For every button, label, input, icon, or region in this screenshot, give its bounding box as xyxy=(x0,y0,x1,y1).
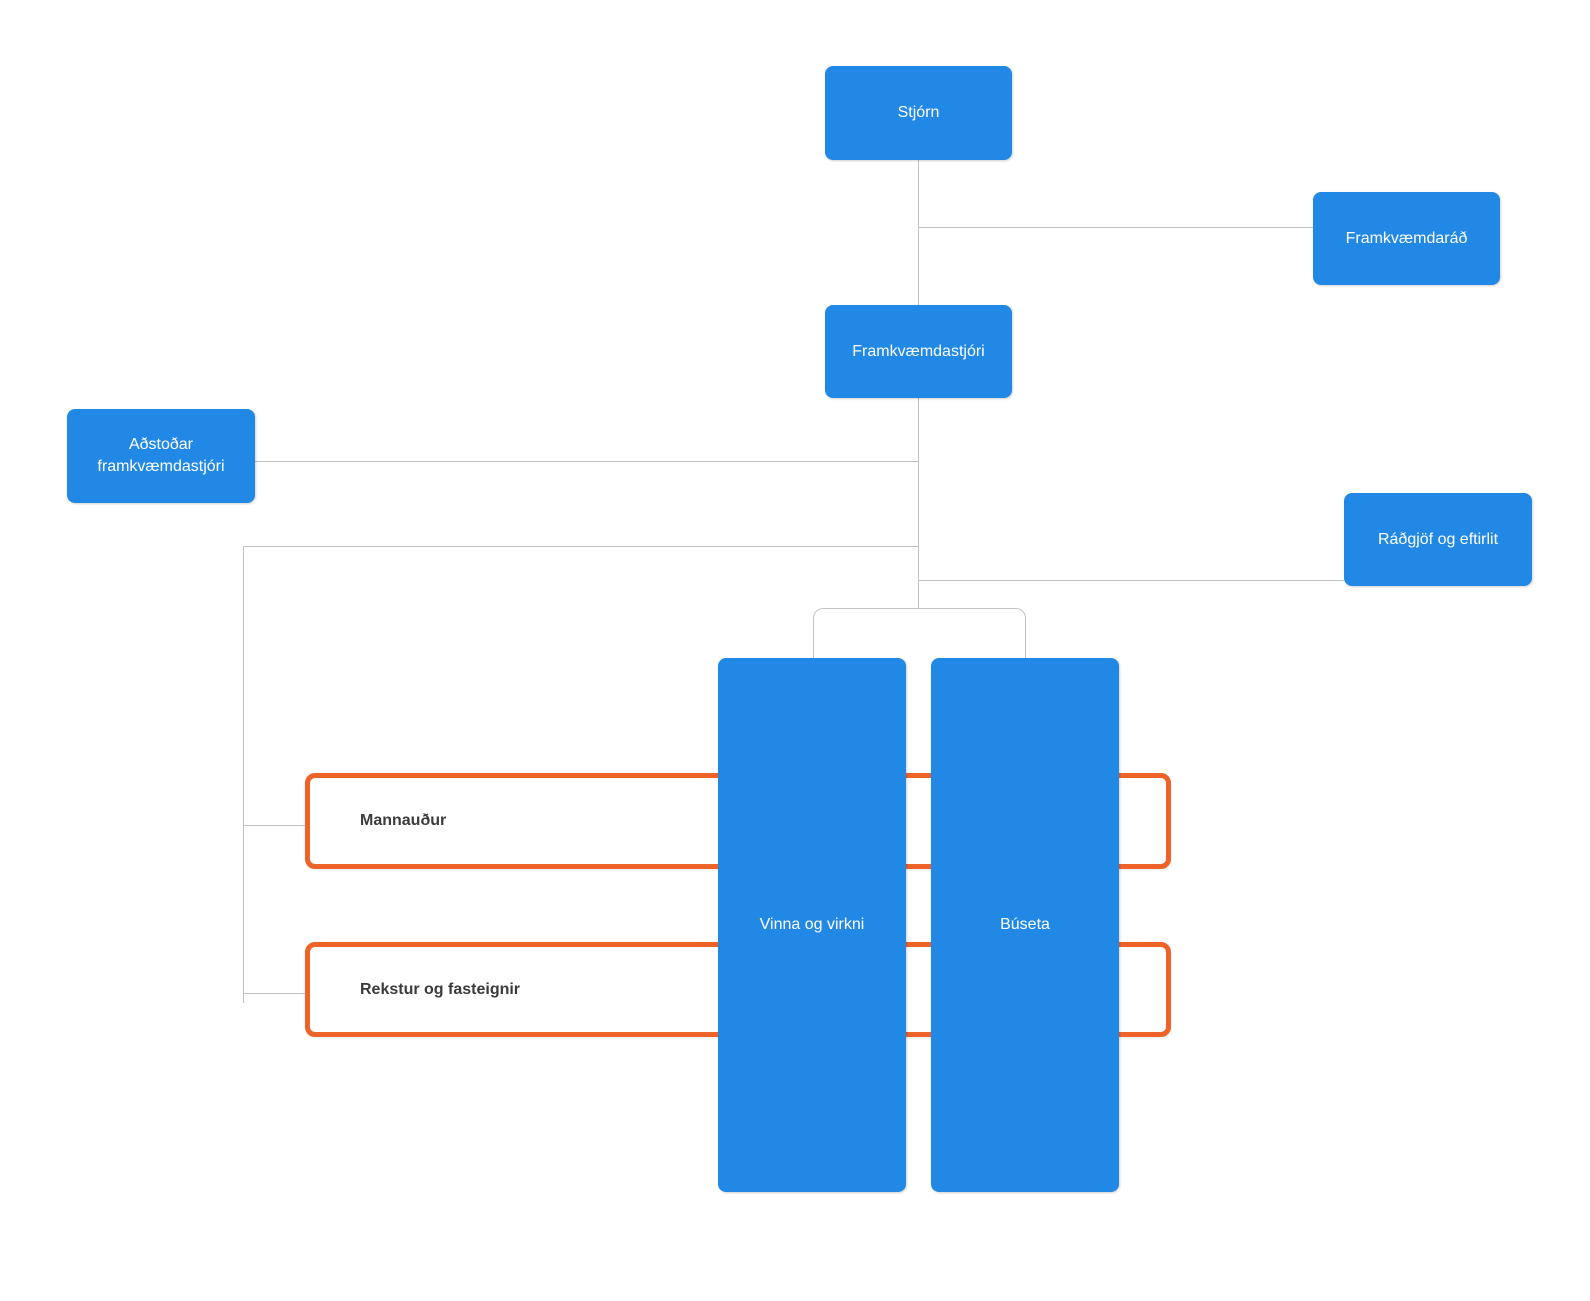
org-node-label: Vinna og virkni xyxy=(759,916,865,934)
connector-left-branch xyxy=(243,546,918,547)
org-node-framkvaemdarad[interactable]: Framkvæmdaráð xyxy=(1313,192,1500,285)
connector-bracket-vinna-buseta xyxy=(813,608,1026,658)
org-node-label: Framkvæmdaráð xyxy=(1345,229,1468,247)
org-node-label: Framkvæmdastjóri xyxy=(852,342,985,360)
connector-to-adstodar xyxy=(255,461,918,462)
org-node-buseta[interactable]: Búseta xyxy=(931,658,1119,1192)
connector-stjorn-to-framkvaemdastjori xyxy=(918,160,919,305)
org-node-radgjof-og-eftirlit[interactable]: Ráðgjöf og eftirlit xyxy=(1344,493,1532,586)
org-node-label: Rekstur og fasteignir xyxy=(360,980,521,998)
connector-to-rekstur xyxy=(243,993,305,994)
org-node-label: Mannauður xyxy=(360,812,447,829)
connector-left-trunk xyxy=(243,546,244,1003)
org-node-label: Ráðgjöf og eftirlit xyxy=(1377,530,1499,548)
connector-framkvaemdastjori-trunk xyxy=(918,398,919,608)
org-node-label: Stjórn xyxy=(897,104,940,122)
org-node-label: Aðstoðar framkvæmdastjóri xyxy=(97,436,225,475)
connector-to-radgjof xyxy=(918,580,1344,581)
org-node-label: Búseta xyxy=(1000,916,1050,934)
org-node-stjorn[interactable]: Stjórn xyxy=(825,66,1012,160)
org-node-framkvaemdastjori[interactable]: Framkvæmdastjóri xyxy=(825,305,1012,398)
connector-to-framkvaemdarad xyxy=(918,227,1313,228)
connector-to-mannaudur xyxy=(243,825,305,826)
org-node-adstodar-framkvaemdastjori[interactable]: Aðstoðar framkvæmdastjóri xyxy=(67,409,255,503)
org-node-vinna-og-virkni[interactable]: Vinna og virkni xyxy=(718,658,906,1192)
